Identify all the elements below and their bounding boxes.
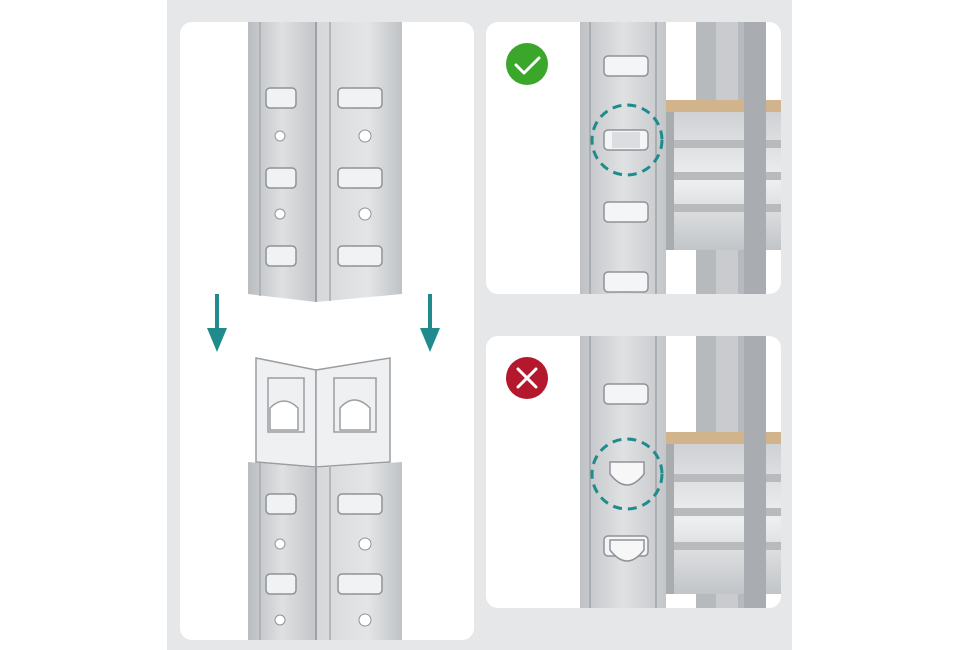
- product-image-canvas: [167, 0, 792, 650]
- correct-fit-panel: [486, 22, 781, 294]
- lower-upright-post: [248, 357, 402, 640]
- front-upright: [580, 336, 766, 608]
- down-arrow-icon: [207, 294, 227, 352]
- checkmark-icon: [506, 43, 548, 85]
- assembly-panel: [180, 22, 474, 640]
- upper-upright-post: [248, 22, 402, 302]
- front-upright: [580, 22, 766, 294]
- incorrect-fit-panel: [486, 336, 781, 608]
- highlight-circle: [590, 103, 664, 177]
- down-arrow-icon: [420, 294, 440, 352]
- x-mark-icon: [506, 357, 548, 399]
- highlight-circle: [590, 437, 664, 511]
